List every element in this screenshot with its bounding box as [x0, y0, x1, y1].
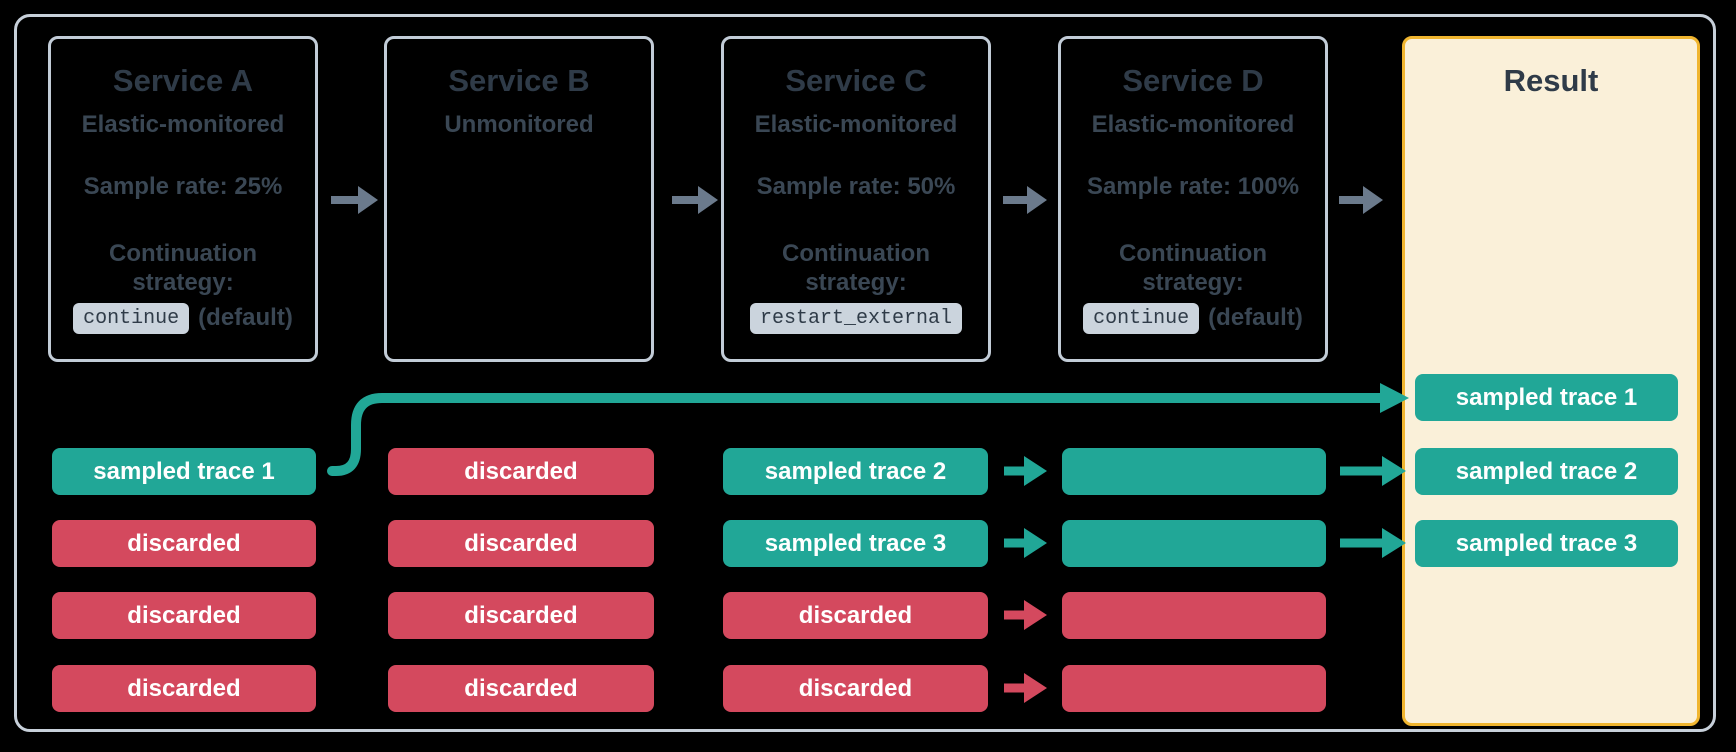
- service-d-sample-rate: Sample rate: 100%: [1086, 173, 1300, 200]
- result-title: Result: [1503, 63, 1599, 98]
- trace-pill-d-3: [1062, 592, 1326, 639]
- service-a-continuation-label: Continuation strategy:: [109, 240, 257, 297]
- trace-pill-b-3: discarded: [388, 592, 654, 639]
- service-c-continuation-label: Continuation strategy:: [782, 240, 930, 297]
- service-b-title: Service B: [448, 63, 590, 98]
- service-a-strategy-chip: continue: [73, 302, 190, 334]
- trace-pill-a-1: sampled trace 1: [52, 448, 316, 495]
- trace-pill-c-4: discarded: [723, 665, 988, 712]
- service-d-monitoring: Elastic-monitored: [1091, 111, 1295, 138]
- trace-pill-a-3: discarded: [52, 592, 316, 639]
- trace-pill-a-4: discarded: [52, 665, 316, 712]
- trace-pill-a-2: discarded: [52, 520, 316, 567]
- service-a-monitoring: Elastic-monitored: [81, 111, 285, 138]
- result-pill-3: sampled trace 3: [1415, 520, 1678, 567]
- service-d-strategy-suffix: (default): [1208, 304, 1303, 332]
- service-b-monitoring: Unmonitored: [444, 111, 594, 138]
- trace-pill-c-2: sampled trace 3: [723, 520, 988, 567]
- service-b-box: Service B Unmonitored: [384, 36, 654, 362]
- trace-pill-b-2: discarded: [388, 520, 654, 567]
- service-c-strategy-chip: restart_external: [749, 302, 963, 334]
- trace-pill-b-4: discarded: [388, 665, 654, 712]
- service-c-monitoring: Elastic-monitored: [754, 111, 958, 138]
- result-pill-2: sampled trace 2: [1415, 448, 1678, 495]
- trace-pill-d-2: [1062, 520, 1326, 567]
- service-d-strategy-chip: continue: [1083, 302, 1200, 334]
- service-a-sample-rate: Sample rate: 25%: [83, 173, 283, 200]
- service-c-title: Service C: [785, 63, 927, 98]
- service-d-box: Service D Elastic-monitored Sample rate:…: [1058, 36, 1328, 362]
- service-a-title: Service A: [112, 63, 254, 98]
- service-a-box: Service A Elastic-monitored Sample rate:…: [48, 36, 318, 362]
- trace-pill-c-1: sampled trace 2: [723, 448, 988, 495]
- result-pill-1: sampled trace 1: [1415, 374, 1678, 421]
- service-a-strategy-suffix: (default): [198, 304, 293, 332]
- service-d-title: Service D: [1122, 63, 1264, 98]
- diagram-outer-frame: [14, 14, 1716, 732]
- trace-pill-d-4: [1062, 665, 1326, 712]
- service-c-sample-rate: Sample rate: 50%: [756, 173, 956, 200]
- trace-pill-c-3: discarded: [723, 592, 988, 639]
- trace-pill-b-1: discarded: [388, 448, 654, 495]
- trace-pill-d-1: [1062, 448, 1326, 495]
- service-d-continuation-label: Continuation strategy:: [1119, 240, 1267, 297]
- service-c-box: Service C Elastic-monitored Sample rate:…: [721, 36, 991, 362]
